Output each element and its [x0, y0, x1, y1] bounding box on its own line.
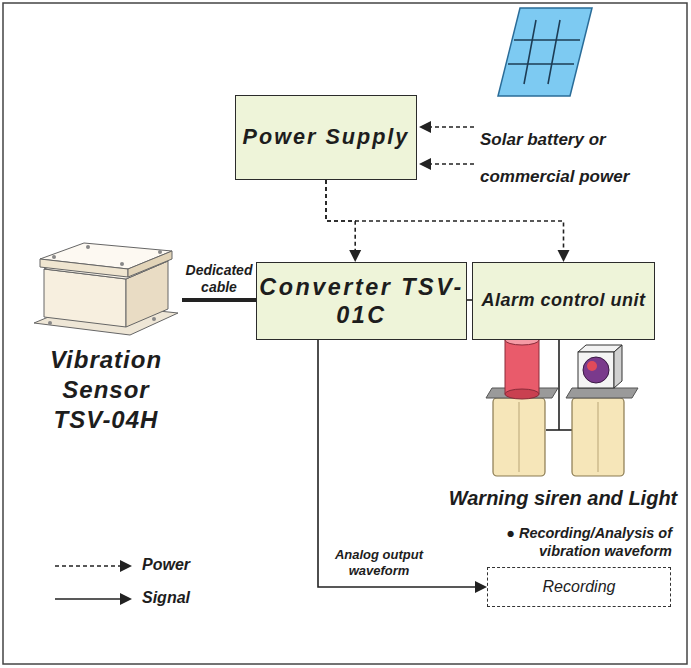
legend-samples: [55, 560, 132, 605]
edge-label: Analog output waveform: [324, 547, 434, 579]
recording-box: ● Recording/Analysis of vibration wavefo…: [487, 567, 671, 607]
warning-devices: [486, 335, 638, 476]
connector: [182, 300, 256, 301]
connector: [318, 340, 487, 593]
heading-text: ● Recording/Analysis of vibration wavefo…: [480, 524, 672, 560]
connector-line: [326, 180, 564, 252]
sensor-illustration: [30, 237, 180, 337]
sensor-node: Vibration Sensor TSV-04H: [30, 237, 182, 445]
connector-line: [182, 298, 256, 302]
connector-line: [558, 340, 560, 430]
legend-text: Power: [142, 556, 190, 574]
alarm-box: Alarm control unit: [472, 262, 655, 340]
power-input-arrows: [419, 121, 474, 170]
node-text: Converter TSV-01C: [257, 273, 466, 329]
converter-box: Converter TSV-01C: [256, 262, 467, 340]
legend-text: Signal: [142, 589, 190, 607]
connector: [326, 180, 570, 262]
connector-line: [318, 340, 477, 587]
node-text: Recording: [543, 577, 616, 597]
node-text: Vibration Sensor TSV-04H: [30, 345, 182, 435]
edge-label: Dedicated cable: [180, 262, 258, 296]
arrowhead: [475, 581, 487, 593]
solar-panel: [498, 8, 592, 96]
outer-frame: [3, 3, 687, 664]
warning-node: Warning siren and Light: [445, 430, 681, 510]
connector: [559, 340, 560, 430]
arrowhead: [558, 250, 570, 262]
note-label: Solar battery or commercial power: [480, 121, 680, 195]
node-text: Alarm control unit: [481, 289, 645, 312]
arrowhead: [349, 250, 361, 262]
power-supply-box: Power Supply: [235, 95, 418, 180]
node-text: Power Supply: [243, 123, 410, 151]
node-text: Warning siren and Light: [449, 486, 678, 510]
connector-line: [326, 180, 355, 252]
